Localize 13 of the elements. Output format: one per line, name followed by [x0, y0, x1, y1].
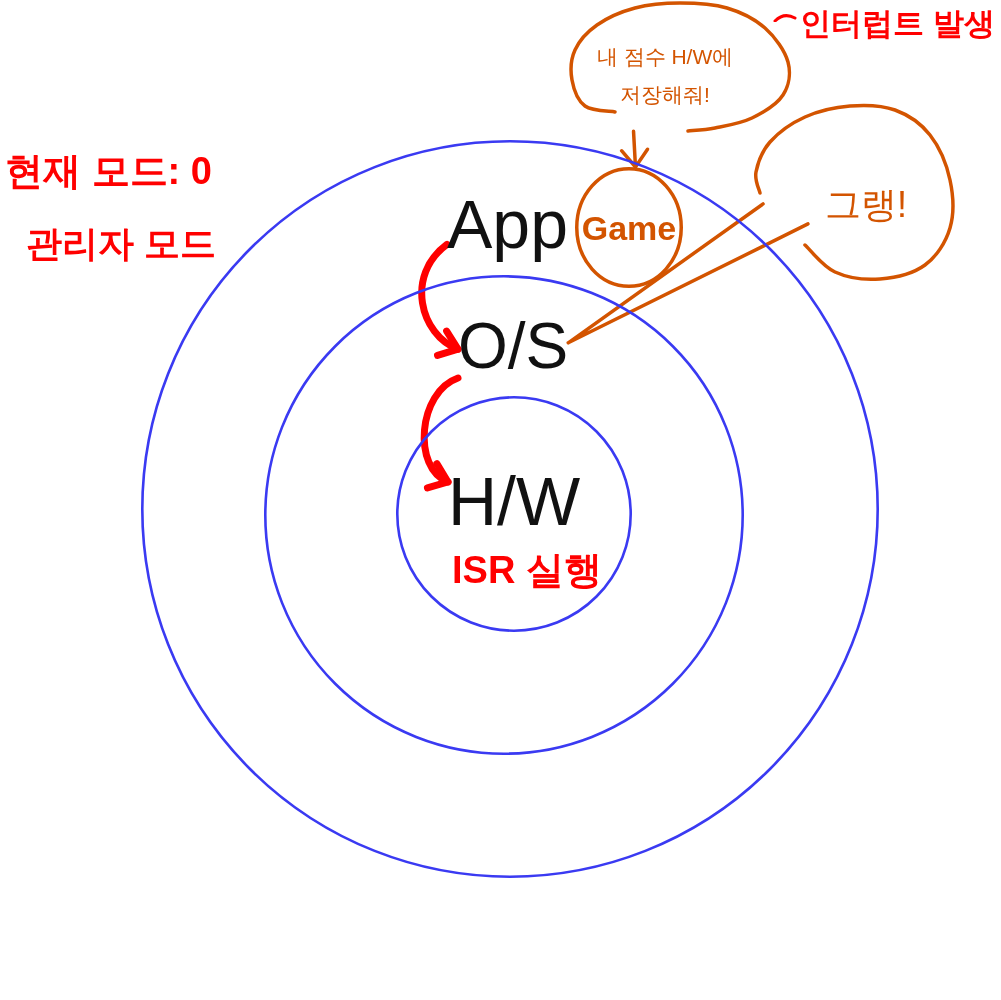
note-text: 관리자 모드: [26, 226, 216, 262]
layer-label: H/W: [448, 467, 581, 535]
note-text: 인터럽트 발생: [800, 8, 995, 39]
arrow: [619, 129, 650, 169]
bubble-text: 그랭!: [825, 187, 907, 223]
node-label: Game: [581, 211, 677, 245]
arrow: [420, 374, 462, 489]
arrow: [418, 240, 462, 357]
layer-label: O/S: [458, 314, 569, 378]
note-text: 현재 모드: 0: [5, 152, 212, 190]
bubble-text: 내 점수 H/W에 저장해줘!: [595, 44, 735, 108]
note-text: ISR 실행: [452, 551, 602, 589]
bubble-tail: [566, 202, 810, 345]
